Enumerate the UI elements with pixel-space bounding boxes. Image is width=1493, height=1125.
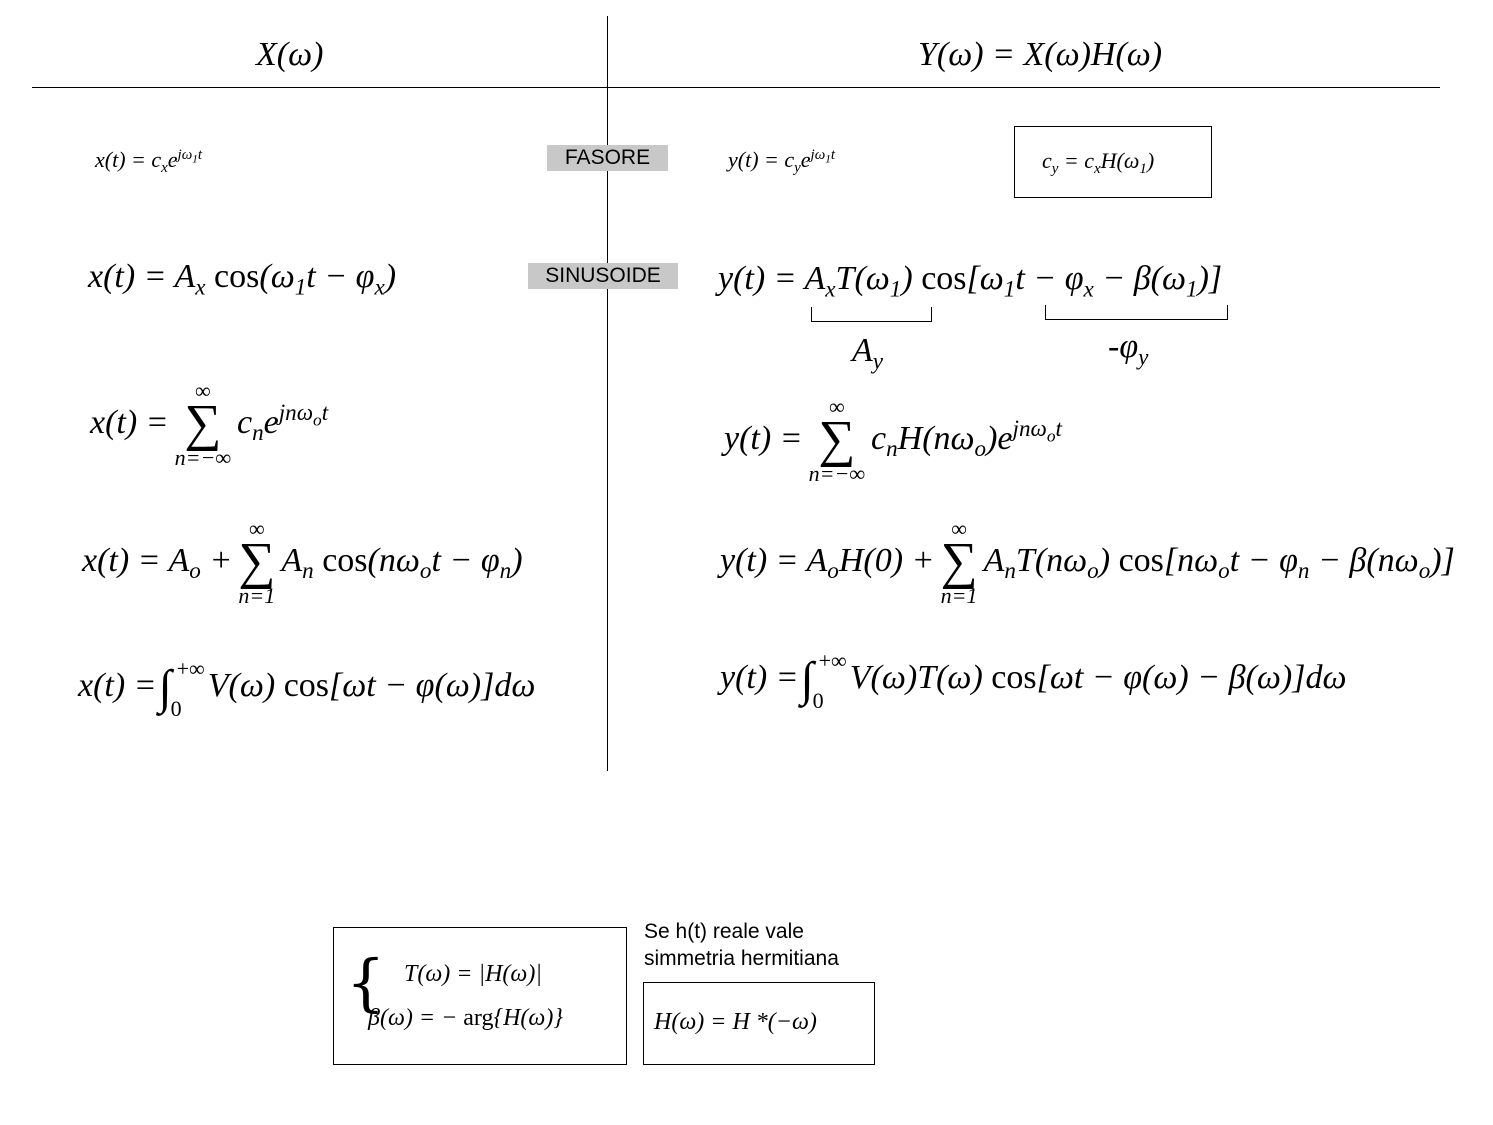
eq-beta-phase: β(ω) = − arg{H(ω)}: [368, 1005, 563, 1031]
eq-x-sinusoid: x(t) = Ax cos(ω1t − φx): [88, 258, 397, 301]
box-hermitian: [643, 982, 875, 1065]
eq-hermitian: H(ω) = H *(−ω): [654, 1009, 817, 1035]
eq-T-magnitude: T(ω) = |H(ω)|: [404, 961, 542, 987]
horizontal-divider: [32, 87, 1440, 88]
box-cy: [1014, 126, 1212, 198]
note-line-2: simmetria hermitiana: [644, 947, 839, 970]
label-amplitude-y: Ay: [852, 332, 884, 375]
curly-brace: {: [346, 946, 386, 1019]
brace-phase: [1045, 305, 1228, 320]
eq-cy: cy = cxH(ω1): [1042, 148, 1155, 177]
eq-y-phasor: y(t) = cyejω1t: [728, 147, 836, 176]
eq-y-sinusoid: y(t) = AxT(ω1) cos[ω1t − φx − β(ω1)]: [718, 260, 1223, 303]
note-line-1: Se h(t) reale vale: [644, 920, 804, 943]
eq-y-integral: y(t) =∫+∞0 V(ω)T(ω) cos[ωt − φ(ω) − β(ω)…: [720, 648, 1347, 713]
eq-y-series-complex: y(t) =∞∑n=−∞cnH(nωo)ejnωot: [724, 394, 1062, 486]
brace-amplitude: [811, 307, 932, 322]
box-magnitude-phase: [333, 927, 627, 1065]
header-left: X(ω): [256, 36, 324, 73]
fasore-label: FASORE: [547, 145, 668, 171]
eq-x-series-complex: x(t) =∞∑n=−∞cnejnωot: [90, 378, 329, 470]
eq-x-integral: x(t) =∫+∞0 V(ω) cos[ωt − φ(ω)]dω: [78, 656, 536, 721]
sinusoide-label: SINUSOIDE: [528, 263, 678, 289]
header-right: Y(ω) = X(ω)H(ω): [918, 36, 1163, 73]
label-phase-y: -φy: [1108, 328, 1149, 371]
eq-x-phasor: x(t) = cxejω1t: [95, 147, 203, 176]
vertical-divider: [607, 16, 608, 771]
